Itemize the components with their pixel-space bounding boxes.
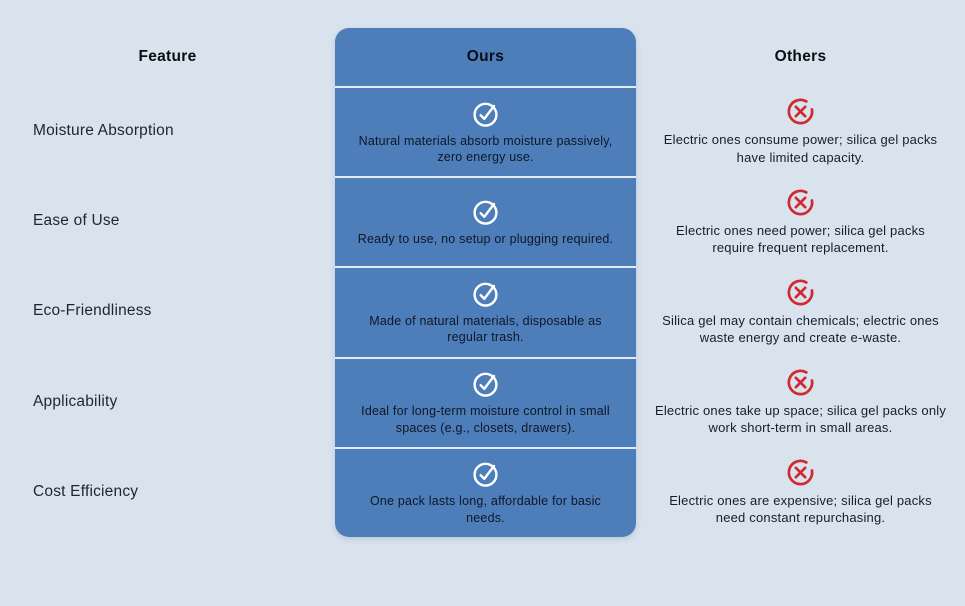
ours-cell-text: Made of natural materials, disposable as… <box>369 313 602 345</box>
feature-label: Moisture Absorption <box>33 122 174 140</box>
others-column: Others Electric ones consume power; sili… <box>636 28 965 537</box>
ours-cell: Ready to use, no setup or plugging requi… <box>335 176 636 266</box>
others-cell: Electric ones take up space; silica gel … <box>636 357 965 447</box>
check-circle-icon <box>471 99 500 128</box>
column-header-feature: Feature <box>138 48 197 65</box>
check-circle-icon <box>471 369 500 398</box>
others-cell: Electric ones are expensive; silica gel … <box>636 447 965 537</box>
feature-label: Eco-Friendliness <box>33 302 152 320</box>
feature-label: Ease of Use <box>33 212 120 230</box>
x-circle-icon <box>785 96 816 127</box>
ours-cell-text: Ready to use, no setup or plugging requi… <box>357 232 614 247</box>
column-header-others: Others <box>774 48 827 65</box>
x-circle-icon <box>785 367 816 398</box>
feature-label: Cost Efficiency <box>33 482 139 500</box>
ours-cell: Natural materials absorb moisture passiv… <box>335 86 636 176</box>
others-cell-text: Electric ones need power; silica gel pac… <box>675 222 926 255</box>
x-circle-icon <box>785 187 816 218</box>
others-cell-text: Silica gel may contain chemicals; electr… <box>662 312 939 345</box>
feature-label: Applicability <box>33 392 118 410</box>
ours-cell: One pack lasts long, affordable for basi… <box>335 446 636 537</box>
x-circle-icon <box>785 457 816 488</box>
x-circle-icon <box>785 277 816 308</box>
check-circle-icon <box>471 279 500 308</box>
others-cell-text: Electric ones consume power; silica gel … <box>663 132 938 165</box>
others-cell-text: Electric ones are expensive; silica gel … <box>669 493 932 526</box>
check-circle-icon <box>471 197 500 226</box>
feature-column: Feature Moisture Absorption Ease of Use … <box>0 28 335 537</box>
column-header-ours: Ours <box>466 48 505 65</box>
ours-cell-text: Natural materials absorb moisture passiv… <box>358 133 613 165</box>
others-cell: Silica gel may contain chemicals; electr… <box>636 266 965 356</box>
ours-cell: Ideal for long-term moisture control in … <box>335 356 636 447</box>
others-cell: Electric ones consume power; silica gel … <box>636 86 965 176</box>
others-cell: Electric ones need power; silica gel pac… <box>636 176 965 266</box>
ours-cell: Made of natural materials, disposable as… <box>335 266 636 356</box>
check-circle-icon <box>471 459 500 488</box>
others-cell-text: Electric ones take up space; silica gel … <box>654 403 947 436</box>
ours-column-panel: Ours Natural materials absorb moisture p… <box>335 28 636 537</box>
ours-cell-text: One pack lasts long, affordable for basi… <box>369 494 601 525</box>
ours-cell-text: Ideal for long-term moisture control in … <box>361 404 610 435</box>
